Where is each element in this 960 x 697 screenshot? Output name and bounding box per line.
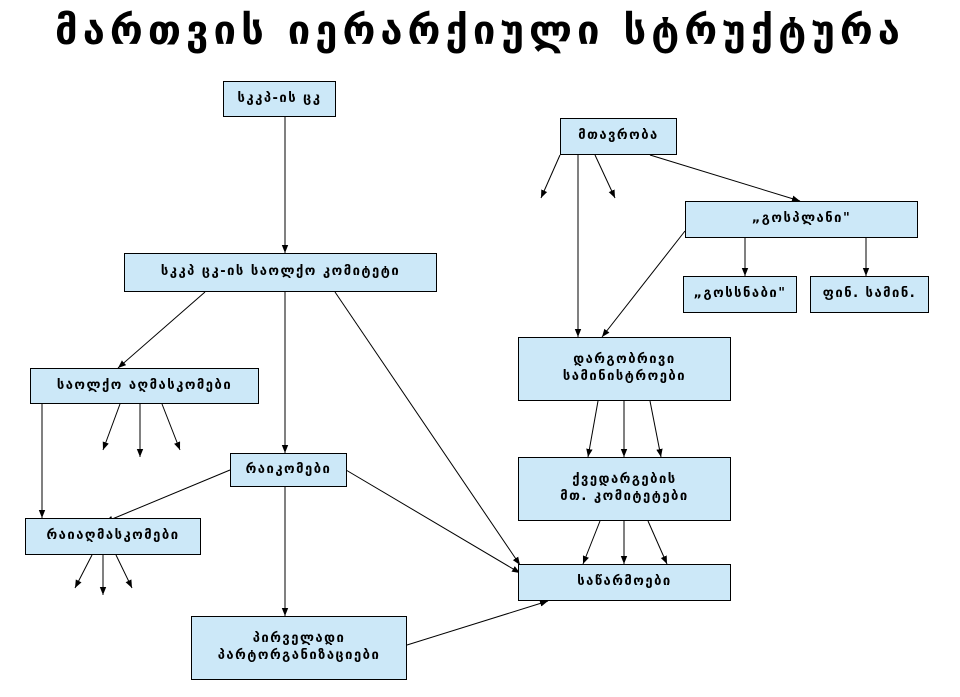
edge-ministries-to-committees-right [649,400,663,458]
node-primary-organizations: პირველადი პარტორგანიზაციები [191,616,407,680]
node-gosplan: „გოსპლანი" [685,201,918,238]
node-raion-committees: რაიაღმასკომები [25,518,201,555]
node-branch-ministries: დარგობრივი სამინისტროები [518,337,731,401]
node-finance-ministry: ფინ. სამინ. [810,276,929,313]
edge-raion-stub-right [115,554,133,589]
edge-committees-to-enterprises-right [647,520,668,565]
edge-government-stub-left [540,154,561,199]
edge-government-stub-right [594,154,616,199]
edge-oblast-stub-right [161,403,181,451]
edge-raikomebi-to-raion [104,469,231,523]
node-oblast-committees: საოლქო აღმასკომები [30,368,259,404]
node-enterprises: საწარმოები [518,564,731,601]
edge-committees-to-enterprises-left [582,520,601,565]
node-central-committee: სკკპ ცკ-ის საოლქო კომიტეტი [124,253,437,292]
edge-central-committee-to-enterprises [334,291,521,566]
edge-central-committee-to-oblast [117,291,206,369]
edge-oblast-stub-left [102,403,121,451]
node-gossnab: „გოსსნაბი" [683,276,797,313]
edge-raikomebi-to-enterprises [345,469,521,574]
node-government: მთავრობა [560,118,677,155]
edge-ministries-to-committees-left [586,400,599,458]
edge-gosplan-to-branch-ministries [601,230,686,338]
node-raikomebi: რაიკომები [230,453,347,487]
edge-government-to-gosplan [649,154,801,202]
node-branch-committees: ქვედარგების მთ. კომიტეტები [518,457,731,521]
edge-raion-stub-left [74,554,93,589]
node-sskp-central-committee: სკკპ-ის ცკ [223,81,336,117]
edge-primary-to-enterprises [406,600,549,646]
diagram-title: მართვის იერარქიული სტრუქტურა [55,8,905,54]
